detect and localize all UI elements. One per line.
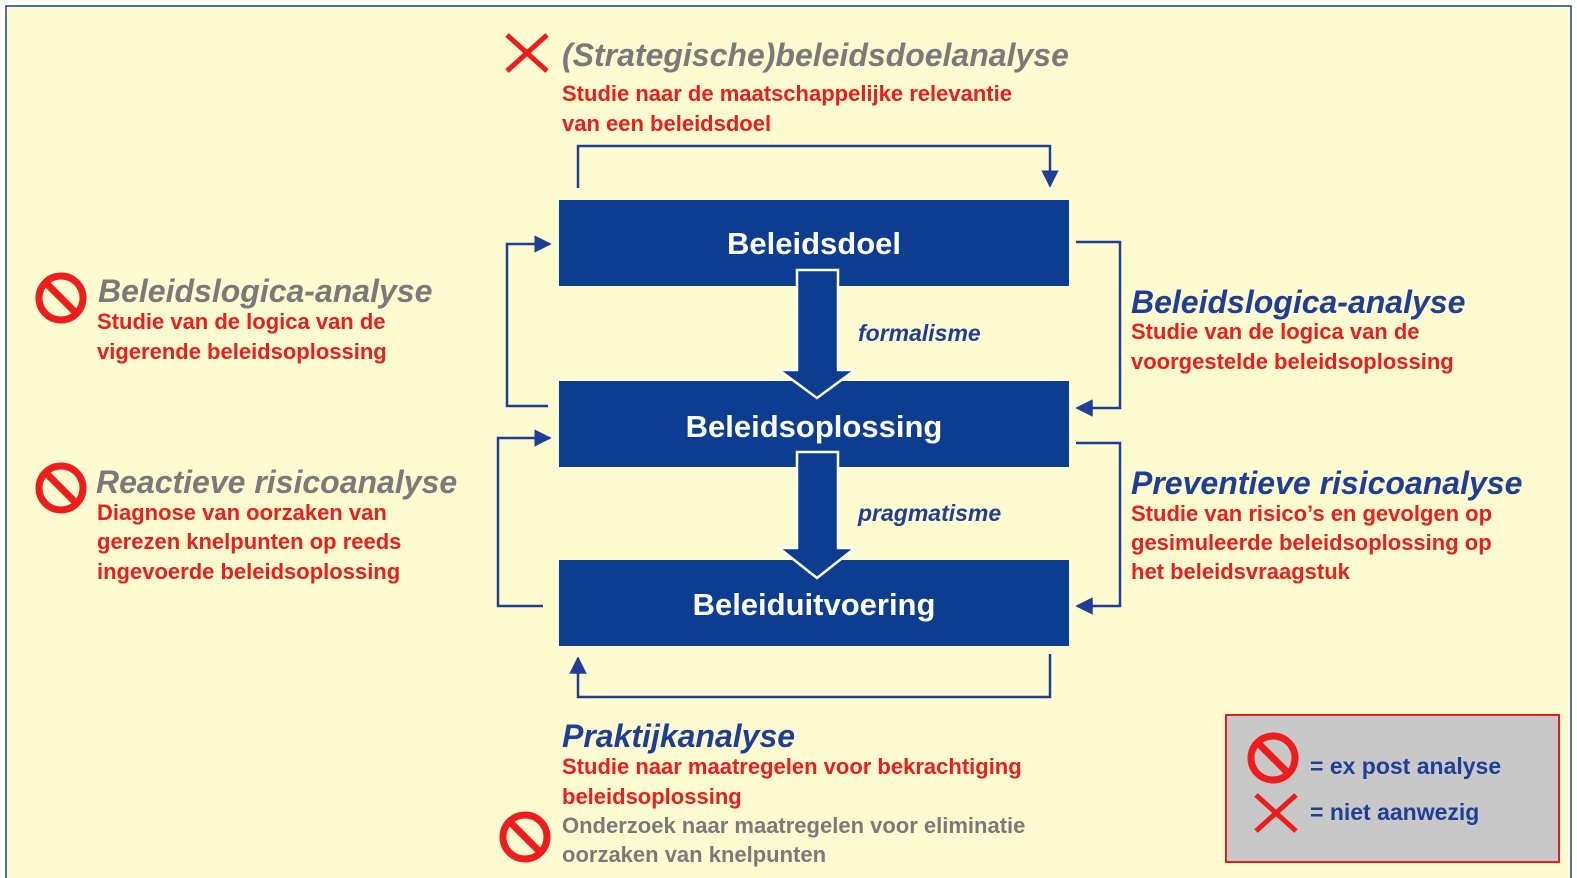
legend-ex-post-label: = ex post analyse [1310,753,1501,779]
left-lower-desc-line-3: ingevoerde beleidsoplossing [97,559,400,584]
left-lower-desc-line-1: Diagnose van oorzaken van [97,500,387,525]
bottom-desc-line-2: beleidsoplossing [562,784,742,809]
right-lower-desc-line-1: Studie van risico’s en gevolgen op [1131,501,1492,526]
left-upper-title: Beleidslogica-analyse [98,273,432,309]
top-title: (Strategische)beleidsdoelanalyse [562,37,1069,73]
loop-top-arrow [576,144,1059,188]
box-label-beleidsoplossing: Beleidsoplossing [686,409,943,444]
bottom-desc-line-1: Studie naar maatregelen voor bekrachtigi… [562,754,1022,779]
box-label-beleiduitvoering: Beleiduitvoering [693,587,936,622]
top-desc-line-2: van een beleidsdoel [562,111,771,136]
bottom-sub-desc-line-2: oorzaken van knelpunten [562,842,826,867]
loop-right-lower-arrow [1075,441,1122,615]
arrow-label-pragmatisme: pragmatisme [857,500,1001,526]
connector-lines [496,144,1122,699]
arrow-formalisme [775,268,859,400]
loop-left-upper-arrow [505,235,552,408]
right-lower-desc-line-2: gesimuleerde beleidsoplossing op [1131,530,1492,555]
bottom-title: Praktijkanalyse [562,718,795,754]
box-label-beleidsdoel: Beleidsdoel [727,226,901,261]
loop-bottom-arrow [569,654,1052,699]
loop-left-lower-arrow [496,429,552,608]
right-upper-desc-line-2: voorgestelde beleidsoplossing [1131,349,1454,374]
left-lower-title: Reactieve risicoanalyse [96,464,457,500]
right-upper-title: Beleidslogica-analyse [1131,284,1465,320]
loop-right-upper-arrow [1075,240,1122,417]
arrow-label-formalisme: formalisme [858,320,981,346]
left-lower-desc-line-2: gerezen knelpunten op reeds [97,529,401,554]
right-upper-desc-line-1: Studie van de logica van de [1131,319,1420,344]
right-lower-desc-line-3: het beleidsvraagstuk [1131,559,1351,584]
right-lower-title: Preventieve risicoanalyse [1131,465,1522,501]
bottom-sub-desc-line-1: Onderzoek naar maatregelen voor eliminat… [562,813,1025,838]
left-upper-desc-line-1: Studie van de logica van de [97,309,386,334]
top-desc-line-1: Studie naar de maatschappelijke relevant… [562,81,1012,106]
left-upper-desc-line-2: vigerende beleidsoplossing [97,339,387,364]
legend-not-present-label: = niet aanwezig [1310,799,1479,825]
arrow-pragmatisme [775,450,859,580]
